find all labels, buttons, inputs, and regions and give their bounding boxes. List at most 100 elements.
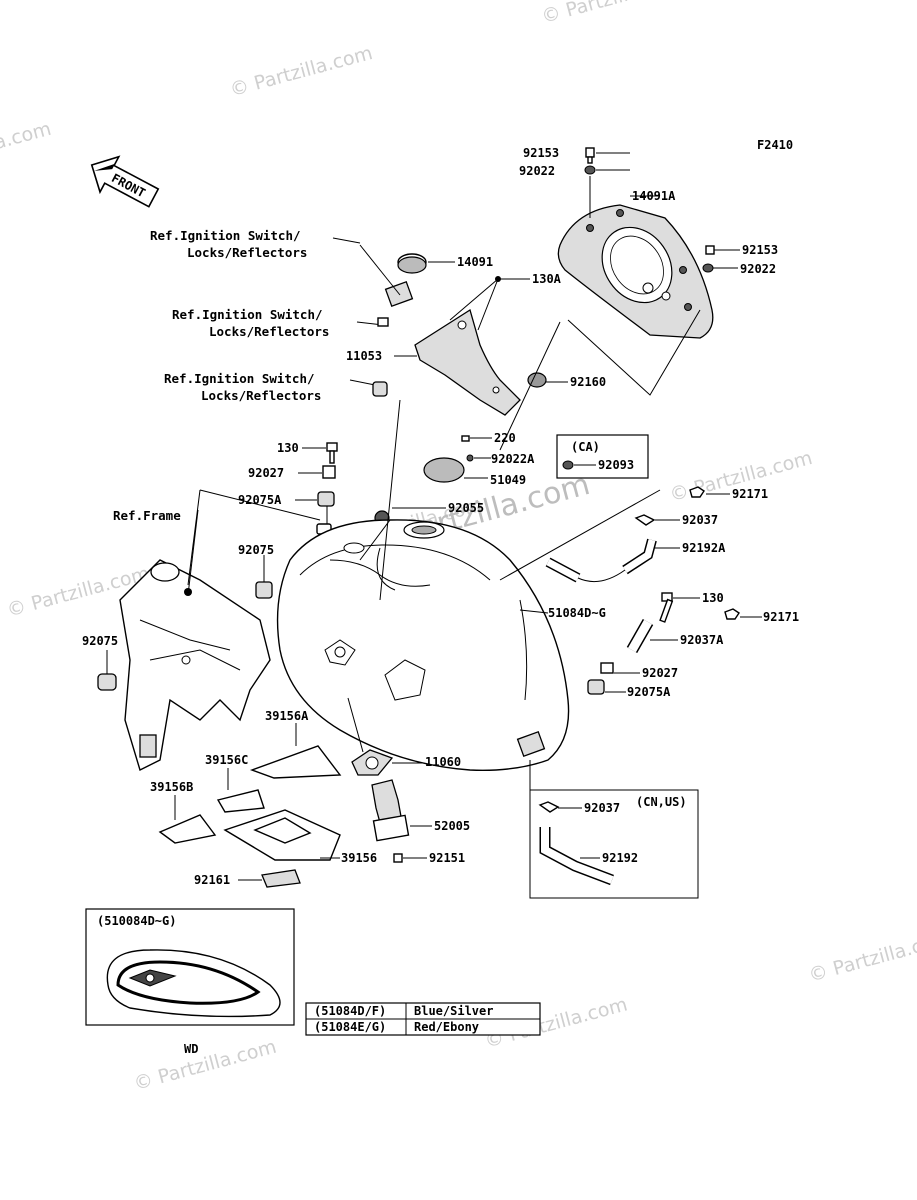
fuel-pump	[371, 779, 410, 842]
part-label: 92037	[584, 801, 620, 815]
pad-39156A	[249, 745, 342, 779]
part-label: 92022A	[491, 452, 535, 466]
part-label: 92037	[682, 513, 718, 527]
pad-39156C	[216, 789, 265, 813]
part-label: 92192A	[682, 541, 726, 555]
wd-box: (510084D~G)	[85, 908, 295, 1026]
ref-locks-reflectors-1: Locks/Reflectors	[187, 245, 307, 260]
part-label: 11053	[346, 349, 382, 363]
part-label: 51084D~G	[548, 606, 606, 620]
collar-icon	[600, 662, 614, 674]
part-label: 11060	[425, 755, 461, 769]
front-arrow-icon: FRONT	[90, 155, 160, 208]
part-label: 92075	[82, 634, 118, 648]
gasket-icon	[351, 749, 394, 776]
watermark: © Partzilla.com	[228, 42, 375, 101]
part-label: 39156B	[150, 780, 193, 794]
part-label: 39156	[341, 851, 377, 865]
screw-icon	[461, 435, 470, 442]
part-label: 92192	[602, 851, 638, 865]
ref-frame: Ref.Frame	[113, 508, 181, 523]
part-label: 92093	[598, 458, 634, 472]
part-label: 92075A	[627, 685, 671, 699]
ignition-switch	[359, 244, 414, 327]
part-label: 52005	[434, 819, 470, 833]
color-code: (51084D/F)	[314, 1004, 386, 1018]
part-label: 92037A	[680, 633, 724, 647]
clamp-icon	[689, 486, 705, 498]
tube-icon	[626, 619, 654, 653]
bolt-icon	[659, 592, 674, 623]
part-label: 39156A	[265, 709, 309, 723]
bolt-icon	[326, 442, 338, 464]
watermark: © Partzilla.com	[131, 1036, 278, 1095]
ignition-cap	[397, 253, 427, 274]
pad-39156	[223, 809, 341, 861]
pad-39156B	[158, 814, 217, 844]
part-label: 92075	[238, 543, 274, 557]
figure-code: F2410	[757, 138, 793, 152]
washer-icon	[584, 165, 596, 175]
part-label: 39156C	[205, 753, 248, 767]
fuel-tank	[276, 519, 570, 771]
part-label: 92161	[194, 873, 230, 887]
part-label: 92022	[519, 164, 555, 178]
meter-bracket	[414, 278, 521, 416]
plug-icon	[372, 381, 388, 397]
ca-box: (CA)	[556, 434, 649, 479]
part-label: 92022	[740, 262, 776, 276]
wd-box-label: (510084D~G)	[97, 914, 176, 928]
part-label: 130A	[532, 272, 562, 286]
grommet-icon	[527, 372, 547, 388]
washer-icon	[702, 263, 714, 273]
color-name: Red/Ebony	[414, 1020, 479, 1034]
part-label: 92171	[763, 610, 799, 624]
damper-icon	[255, 581, 273, 599]
screw-icon	[585, 147, 595, 164]
damper-icon	[317, 491, 335, 507]
screw-icon	[705, 245, 715, 255]
bolt-icon	[495, 276, 501, 282]
watermark: © Partzilla.com	[0, 118, 54, 177]
wd-caption: WD	[184, 1042, 198, 1056]
ref-locks-reflectors-3: Locks/Reflectors	[201, 388, 321, 403]
color-table: (51084D/F) Blue/Silver (51084E/G) Red/Eb…	[305, 1002, 541, 1036]
part-label: 92027	[248, 466, 284, 480]
part-label: 92055	[448, 501, 484, 515]
part-label: 92171	[732, 487, 768, 501]
part-label: 92160	[570, 375, 606, 389]
part-label: 92151	[429, 851, 465, 865]
clip-icon	[634, 514, 656, 526]
part-label: 130	[702, 591, 724, 605]
part-label: 92075A	[238, 493, 282, 507]
cnus-label: (CN,US)	[636, 795, 687, 809]
ref-ignition-switch-1: Ref.Ignition Switch/	[150, 228, 301, 243]
part-label: 14091A	[632, 189, 676, 203]
cap-plate	[423, 457, 465, 483]
meter-cover	[557, 204, 714, 339]
ca-label: (CA)	[571, 440, 600, 454]
clamp-icon	[724, 608, 740, 620]
watermark: © Partzilla.com	[806, 927, 917, 986]
watermark: © Partzilla.com	[539, 0, 686, 28]
cnus-box: (CN,US)	[529, 789, 699, 899]
collar-icon	[322, 465, 336, 479]
ref-ignition-switch-3: Ref.Ignition Switch/	[164, 371, 315, 386]
washer-icon	[466, 454, 474, 462]
color-code: (51084E/G)	[314, 1020, 386, 1034]
part-label: 130	[277, 441, 299, 455]
part-label: 14091	[457, 255, 493, 269]
screw-icon	[393, 853, 403, 863]
frame	[119, 559, 271, 771]
pad-92161	[261, 869, 301, 888]
part-label: 92027	[642, 666, 678, 680]
part-label: 92153	[742, 243, 778, 257]
part-label: 92153	[523, 146, 559, 160]
ref-ignition-switch-2: Ref.Ignition Switch/	[172, 307, 323, 322]
hose-icon	[545, 538, 657, 583]
color-name: Blue/Silver	[414, 1004, 493, 1018]
damper-icon	[97, 673, 117, 691]
part-label: 220	[494, 431, 516, 445]
damper-icon	[587, 679, 605, 695]
